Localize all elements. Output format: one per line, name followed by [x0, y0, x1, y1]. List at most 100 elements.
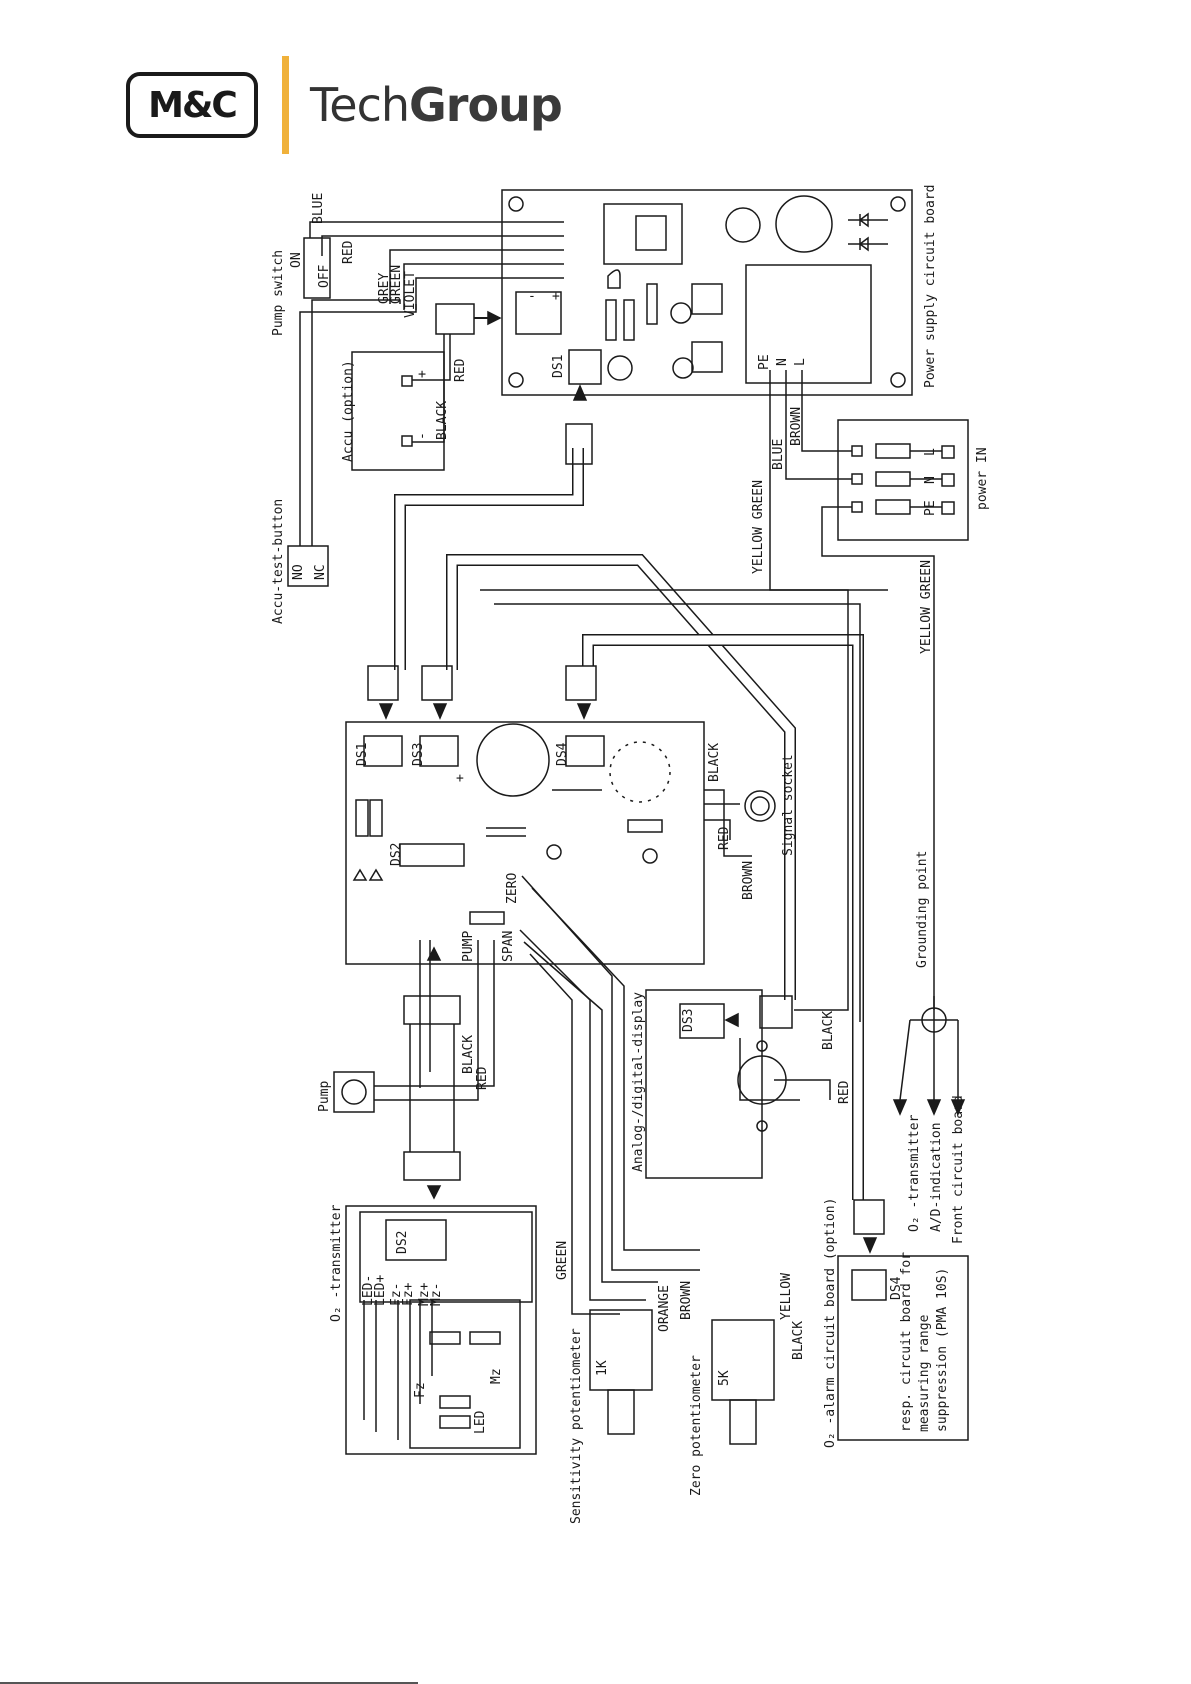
pump-switch-label: Pump switch [271, 250, 286, 336]
pump-switch [303, 237, 331, 299]
accu-test-label: Accu-test-button [271, 499, 286, 624]
o2-transmitter [345, 1205, 537, 1455]
psu-board-label: Power supply circuit board [923, 185, 938, 389]
main-board [345, 721, 705, 965]
fz-label: Fz [413, 1382, 428, 1398]
accu-box [351, 351, 445, 471]
accu-plus: + [415, 370, 430, 378]
pump-black-label: BLACK [461, 1035, 476, 1074]
pot-1k-label: 1K [595, 1360, 610, 1376]
pump-red-label: RED [475, 1066, 490, 1090]
zero-pot-label: Zero potentiometer [689, 1355, 704, 1496]
zero-potentiometer [711, 1319, 775, 1401]
resp-board-2: measuring range [917, 1314, 932, 1432]
pump-tap-label: PUMP [461, 931, 476, 962]
alarm-board [837, 1255, 969, 1441]
psu-board [501, 189, 913, 396]
label-off: OFF [317, 264, 332, 288]
wire-green-label: GREEN [389, 265, 404, 304]
power-brown-label: BROWN [789, 407, 804, 446]
analog-digital-display [645, 989, 763, 1179]
pot-orange-label: ORANGE [657, 1285, 672, 1332]
psu-plus: + [552, 289, 560, 304]
alarm-ds4-label: DS4 [889, 1276, 904, 1300]
fz-plus: Fz+ [401, 1282, 416, 1306]
brand-group: Group [409, 78, 563, 132]
span-label: SPAN [501, 931, 516, 962]
power-pe: PE [923, 500, 938, 516]
transmitter-ds2-label: DS2 [395, 1231, 410, 1254]
psu-pe: PE [757, 354, 772, 370]
display-ds3-label: DS3 [681, 1009, 696, 1032]
pot-black-label: BLACK [791, 1321, 806, 1360]
wire-violet-label: VIOLET [403, 271, 418, 318]
resp-board-3: suppression (PMA 10S) [935, 1268, 950, 1432]
label-on: ON [289, 252, 304, 268]
wire-grey-label: GREY [377, 273, 392, 304]
footer-rule [0, 1682, 418, 1684]
psu-ds1-label: DS1 [551, 355, 566, 378]
led-plus: LED+ [373, 1275, 388, 1306]
main-plus: + [456, 771, 464, 786]
transmitter-label: O₂ -transmitter [329, 1204, 344, 1322]
accu-minus: - [415, 432, 430, 440]
psu-minus: - [528, 289, 536, 304]
pump-label: Pump [317, 1081, 332, 1112]
main-ds2-label: DS2 [389, 843, 404, 866]
pot-yellow-label: YELLOW [779, 1273, 794, 1320]
mc-logo: M&C [126, 72, 258, 138]
output-2: A/D-indication [929, 1122, 944, 1232]
label-nc: NC [313, 564, 328, 580]
alarm-board-label: O₂ -alarm circuit board (option) [823, 1198, 838, 1448]
socket-red-label: RED [717, 826, 732, 850]
fz-minus: Fz- [389, 1283, 404, 1306]
led-minus: LED- [361, 1275, 376, 1306]
pot-green-label: GREEN [555, 1241, 570, 1280]
resp-board-1: resp. circuit board for [899, 1252, 914, 1432]
main-ds4-label: DS4 [555, 742, 570, 766]
accu-black-label: BLACK [435, 401, 450, 440]
power-l: L [923, 448, 938, 456]
techgroup-wordmark: TechGroup [310, 78, 563, 132]
mz-minus: Mz- [429, 1283, 444, 1306]
main-ds3-label: DS3 [411, 743, 426, 766]
display-black-label: BLACK [821, 1011, 836, 1050]
mz-plus: Mz+ [417, 1282, 432, 1306]
socket-black-label: BLACK [707, 743, 722, 782]
display-red-label: RED [837, 1080, 852, 1104]
yellow-green-1: YELLOW GREEN [751, 480, 766, 574]
accu-label: Accu (option) [341, 360, 356, 462]
signal-socket-label: Signal socket [781, 754, 796, 856]
sensitivity-potentiometer [589, 1309, 653, 1391]
zero-label: ZERO [505, 873, 520, 904]
psu-l: L [793, 358, 808, 366]
socket-brown-label: BROWN [741, 861, 756, 900]
power-in-label: power IN [975, 447, 990, 510]
sensitivity-pot-label: Sensitivity potentiometer [569, 1328, 584, 1524]
logo-divider [282, 56, 289, 154]
power-in-block [837, 419, 969, 541]
psu-n: N [775, 358, 790, 366]
wire-blue-label: BLUE [311, 193, 326, 224]
power-blue-label: BLUE [771, 439, 786, 470]
output-3: Front circuit board [951, 1095, 966, 1244]
output-1: O₂ -transmitter [907, 1114, 922, 1232]
main-ds1-label: DS1 [355, 743, 370, 766]
display-label: Analog-/digital-display [631, 992, 646, 1172]
accu-red-label: RED [453, 358, 468, 382]
yellow-green-2: YELLOW GREEN [919, 560, 934, 654]
signal-socket [744, 790, 776, 822]
pump-box [333, 1071, 375, 1113]
mc-logo-text: M&C [148, 84, 238, 126]
wire-red-label: RED [341, 240, 356, 264]
pot-5k-label: 5K [717, 1370, 732, 1386]
power-n: N [923, 476, 938, 484]
brand-tech: Tech [310, 78, 410, 132]
led-label: LED [473, 1410, 488, 1434]
mz-label: Mz [489, 1368, 504, 1384]
grounding-label: Grounding point [915, 851, 930, 968]
label-no: NO [291, 564, 306, 580]
accu-test-button [287, 545, 329, 587]
pot-brown-label: BROWN [679, 1281, 694, 1320]
